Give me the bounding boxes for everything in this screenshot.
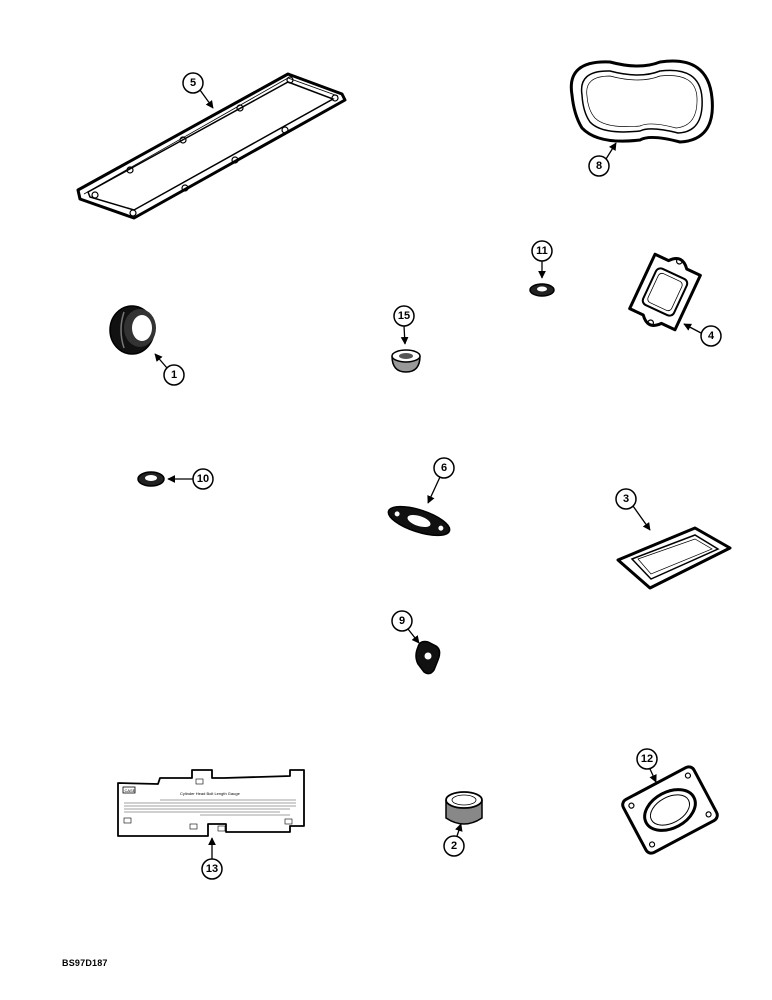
svg-text:10: 10 [197, 473, 209, 485]
part-10-washer [137, 471, 165, 487]
callout-13: 13 [201, 837, 223, 880]
part-12-oval-port-gasket [621, 765, 719, 855]
svg-text:1: 1 [171, 369, 177, 381]
callout-15: 15 [393, 305, 415, 345]
callout-4: 4 [683, 323, 722, 347]
svg-text:13: 13 [206, 863, 218, 875]
svg-text:3: 3 [623, 493, 629, 505]
part-8-cover-gasket [569, 59, 714, 144]
callout-10: 10 [167, 468, 214, 490]
callout-6: 6 [427, 457, 455, 504]
svg-text:12: 12 [641, 753, 653, 765]
part-3-rectangular-gasket [616, 526, 732, 590]
svg-text:6: 6 [441, 462, 447, 474]
svg-text:5: 5 [190, 77, 196, 89]
part-1-seal [109, 305, 156, 355]
callout-2: 2 [443, 823, 465, 857]
svg-text:9: 9 [399, 615, 405, 627]
callout-1: 1 [154, 353, 185, 386]
part-15-plug [391, 349, 421, 373]
part-13-gauge-card: CASE Cylinder Head Bolt Length Gauge [117, 769, 305, 837]
part-6-flange-gasket [387, 505, 451, 537]
callout-12: 12 [636, 748, 658, 783]
svg-text:4: 4 [708, 330, 715, 342]
svg-text:15: 15 [398, 310, 410, 322]
callout-9: 9 [391, 610, 420, 644]
callout-3: 3 [615, 488, 651, 531]
card-badge: CASE [125, 788, 136, 793]
card-title: Cylinder Head Bolt Length Gauge [180, 791, 241, 796]
part-4-port-gasket [628, 252, 702, 332]
part-2-cup-plug [445, 791, 483, 825]
callout-11: 11 [531, 240, 553, 279]
svg-text:11: 11 [536, 245, 548, 257]
callout-8: 8 [588, 142, 617, 177]
svg-text:2: 2 [451, 840, 457, 852]
figure-code: BS97D187 [62, 958, 108, 968]
part-11-washer [529, 283, 555, 297]
part-9-clip [415, 640, 441, 675]
part-5-rocker-cover-gasket [76, 72, 347, 220]
svg-text:8: 8 [596, 160, 602, 172]
callout-5: 5 [182, 72, 214, 109]
